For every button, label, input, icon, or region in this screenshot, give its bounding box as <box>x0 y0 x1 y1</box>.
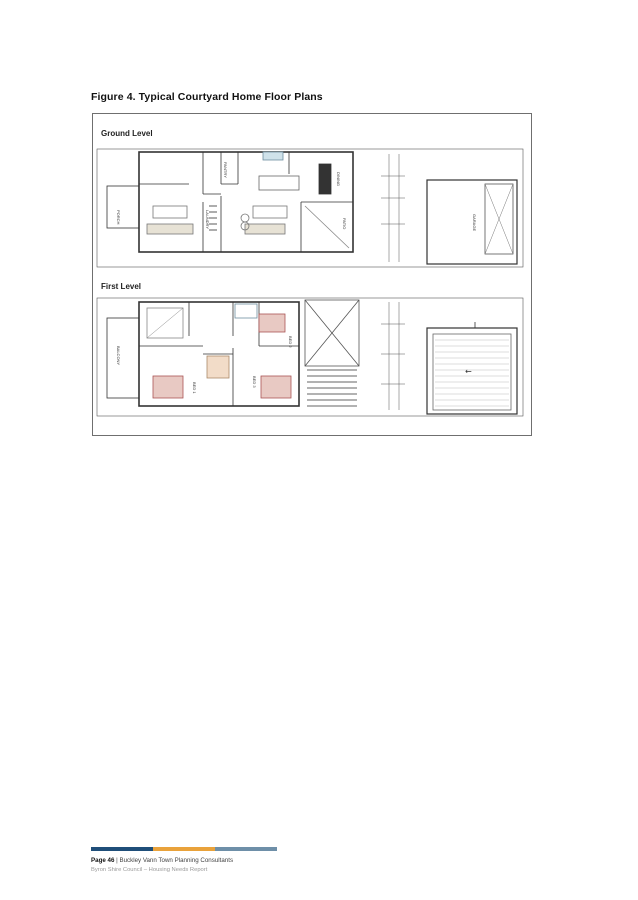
footer-bar-blue <box>91 847 153 851</box>
room-label-pantry: PANTRY <box>223 162 228 178</box>
floor-plan-figure: PORCH PANTRY LAUNDRY DINING PATIO GARAGE… <box>92 113 532 436</box>
room-label-porch: PORCH <box>116 210 121 225</box>
room-label-laundry: LAUNDRY <box>205 210 210 229</box>
footer-bar-orange <box>153 847 215 851</box>
room-label-balcony: BALCONY <box>116 346 121 365</box>
room-label-bed-2: BED 2 <box>288 336 293 348</box>
first-level-label: First Level <box>101 282 142 291</box>
garage-arrow: ← <box>465 367 472 376</box>
company-name: Buckley Vann Town Planning Consultants <box>119 857 234 864</box>
room-label-bed-1: BED 1 <box>192 382 197 394</box>
figure-title: Figure 4. Typical Courtyard Home Floor P… <box>91 91 323 103</box>
room-label-dining: DINING <box>336 172 341 186</box>
report-name: Byron Shire Council – Housing Needs Repo… <box>91 867 208 873</box>
footer-color-bar <box>91 847 277 851</box>
room-label-garage: GARAGE <box>472 214 477 231</box>
footer-page-line: Page 46 | Buckley Vann Town Planning Con… <box>91 857 233 864</box>
ground-level-label: Ground Level <box>101 129 153 138</box>
room-label-patio: PATIO <box>342 218 347 229</box>
floor-plan-drawing: PORCH PANTRY LAUNDRY DINING PATIO GARAGE… <box>96 148 524 417</box>
footer-separator: | <box>114 857 120 864</box>
room-label-bed-3: BED 3 <box>252 376 257 388</box>
page-number: Page 46 <box>91 857 115 864</box>
footer-bar-steel <box>215 847 277 851</box>
